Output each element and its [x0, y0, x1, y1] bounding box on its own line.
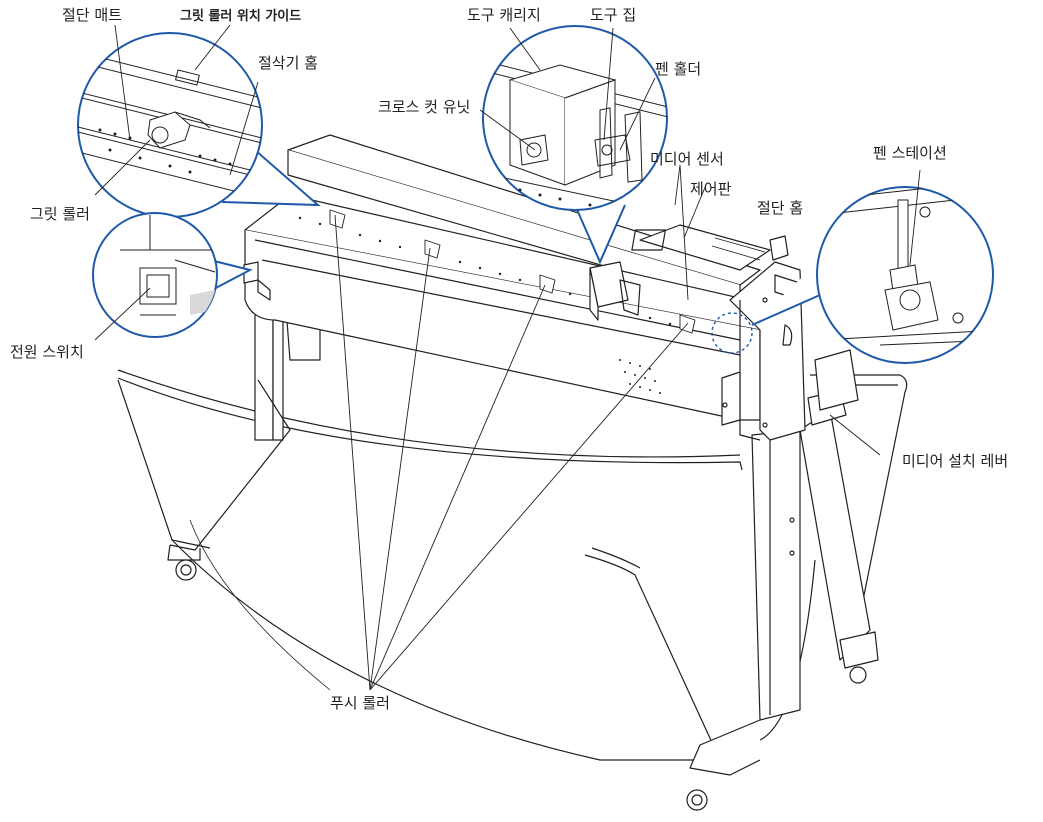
label-cutting-mat: 절단 매트: [62, 6, 122, 24]
label-media-sensor: 미디어 센서: [650, 150, 724, 168]
label-push-roller: 푸시 롤러: [330, 694, 390, 712]
label-grit-roller-guide: 그릿 롤러 위치 가이드: [180, 9, 302, 24]
label-power-switch: 전원 스위치: [10, 343, 84, 361]
label-media-set-lever: 미디어 설치 레버: [902, 452, 1009, 470]
label-pen-station: 펜 스테이션: [873, 144, 947, 162]
right-stand: [686, 349, 879, 811]
label-tool-carriage: 도구 캐리지: [467, 6, 541, 24]
callout-pointer-grit: [221, 149, 321, 207]
plotter-body: [243, 134, 806, 441]
label-grit-roller: 그릿 롤러: [30, 205, 90, 223]
pen-station-highlight: [711, 312, 753, 354]
label-cut-groove: 절단 홈: [757, 199, 804, 217]
label-pen-holder: 펜 홀더: [655, 60, 702, 78]
media-basket: [117, 369, 908, 761]
label-control-panel: 제어판: [690, 180, 732, 198]
label-cross-cut-unit: 크로스 컷 유닛: [378, 98, 471, 116]
label-tool-holder: 도구 집: [590, 6, 637, 24]
label-cutter-groove: 절삭기 홈: [258, 54, 318, 72]
